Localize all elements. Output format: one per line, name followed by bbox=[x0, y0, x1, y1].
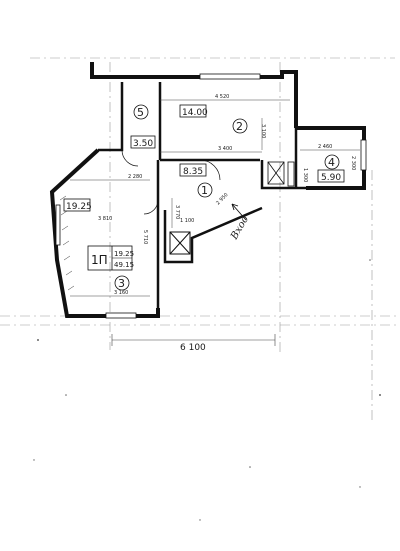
room-5-area: 3.50 bbox=[133, 139, 153, 149]
dim-3100: 3 100 bbox=[260, 124, 266, 138]
room-markers bbox=[114, 104, 340, 291]
apartment-code: 1П bbox=[91, 253, 108, 267]
scan-speckles bbox=[33, 259, 381, 521]
entrance-label: Вход bbox=[229, 214, 252, 242]
apartment-area-sub: 49.15 bbox=[114, 261, 134, 269]
overall-width-label: 6 100 bbox=[180, 343, 206, 353]
room-5-area-box bbox=[130, 135, 156, 149]
room-2-area-box bbox=[179, 104, 207, 118]
dim-3160: 3 160 bbox=[114, 290, 128, 296]
room-4-area-box bbox=[317, 169, 345, 183]
corridor-lower-wall bbox=[163, 206, 263, 264]
dim-3810: 3 810 bbox=[98, 216, 112, 222]
dim-3400: 3 400 bbox=[218, 146, 232, 152]
wall-hatching bbox=[59, 195, 75, 291]
dim-1300: 1 300 bbox=[302, 168, 308, 182]
room-2-area: 14.00 bbox=[182, 108, 208, 118]
bathroom-fixtures bbox=[267, 161, 295, 187]
room-4-area: 5.90 bbox=[321, 173, 341, 183]
dim-2300: 2 300 bbox=[350, 156, 356, 170]
dim-2460: 2 460 bbox=[318, 144, 332, 150]
room-3-area: 19.25 bbox=[66, 202, 92, 212]
entrance-arrow bbox=[231, 203, 247, 221]
room-4-number: 4 bbox=[328, 156, 335, 169]
room-1-area: 8.35 bbox=[183, 167, 203, 177]
apartment-area-total: 19.25 bbox=[114, 250, 134, 258]
dim-2950: 2 950 bbox=[215, 192, 229, 206]
room4-left-wall bbox=[260, 160, 306, 190]
room-2-circle bbox=[232, 118, 248, 134]
room-4-circle bbox=[324, 154, 340, 170]
room-1-area-box bbox=[179, 163, 207, 177]
dimension-lines bbox=[70, 99, 360, 341]
room-5-number: 5 bbox=[137, 106, 144, 119]
top-wall bbox=[90, 62, 298, 128]
dim-5710: 5 710 bbox=[142, 230, 148, 244]
left-outer-wall bbox=[49, 148, 106, 318]
shaft bbox=[169, 231, 191, 255]
interior-walls bbox=[98, 82, 306, 308]
room-5-circle bbox=[133, 104, 149, 120]
dim-4520: 4 520 bbox=[215, 94, 229, 100]
room-2-number: 2 bbox=[236, 120, 243, 133]
room-3-number: 3 bbox=[118, 277, 125, 290]
dim-1100: 1 100 bbox=[180, 218, 194, 224]
room-1-number: 1 bbox=[201, 184, 208, 197]
dim-3770: 3 770 bbox=[174, 205, 180, 219]
dim-2280: 2 280 bbox=[128, 174, 142, 180]
door-swings bbox=[121, 149, 221, 215]
room-3-area-box bbox=[63, 198, 91, 212]
area-boxes bbox=[63, 104, 345, 212]
room-1-circle bbox=[197, 182, 213, 198]
windows bbox=[55, 73, 367, 319]
room-3-circle bbox=[114, 275, 130, 291]
